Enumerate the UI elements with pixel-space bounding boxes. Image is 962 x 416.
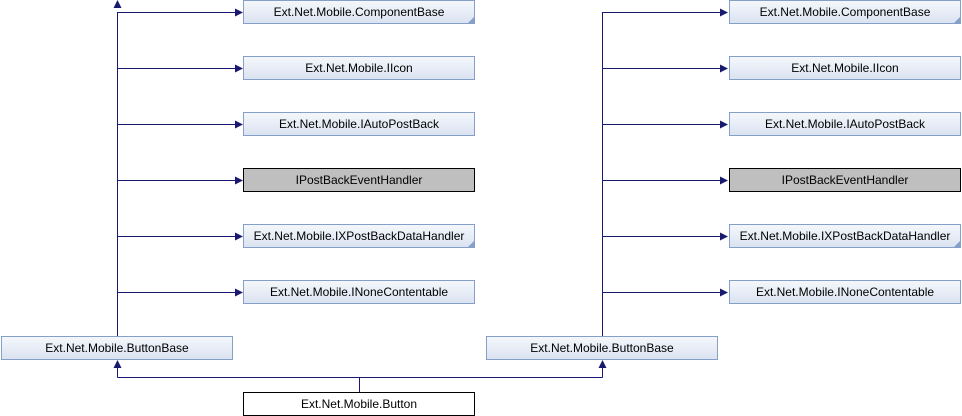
node-label: Ext.Net.Mobile.IXPostBackDataHandler [253, 229, 465, 243]
node-iautopostback-right[interactable]: Ext.Net.Mobile.IAutoPostBack [729, 112, 961, 136]
fold-corner-icon [954, 17, 960, 23]
node-label: Ext.Net.Mobile.INoneContentable [269, 285, 449, 299]
node-label: Ext.Net.Mobile.IIcon [305, 61, 413, 75]
node-component-base-right[interactable]: Ext.Net.Mobile.ComponentBase [729, 0, 961, 24]
node-iautopostback-left[interactable]: Ext.Net.Mobile.IAutoPostBack [243, 112, 475, 136]
node-button-base-left[interactable]: Ext.Net.Mobile.ButtonBase [1, 336, 233, 360]
node-component-base-left[interactable]: Ext.Net.Mobile.ComponentBase [243, 0, 475, 24]
node-label: Ext.Net.Mobile.Button [300, 397, 418, 411]
node-inonecontentable-right[interactable]: Ext.Net.Mobile.INoneContentable [729, 280, 961, 304]
node-ixpostbackdatahandler-right[interactable]: Ext.Net.Mobile.IXPostBackDataHandler [729, 224, 961, 248]
node-label: Ext.Net.Mobile.ButtonBase [530, 341, 674, 355]
node-label: Ext.Net.Mobile.IXPostBackDataHandler [739, 229, 951, 243]
fold-corner-icon [468, 241, 474, 247]
node-label: Ext.Net.Mobile.ComponentBase [759, 5, 931, 19]
node-ixpostbackdatahandler-left[interactable]: Ext.Net.Mobile.IXPostBackDataHandler [243, 224, 475, 248]
node-inonecontentable-left[interactable]: Ext.Net.Mobile.INoneContentable [243, 280, 475, 304]
node-ipostbackeventhandler-left: IPostBackEventHandler [243, 168, 475, 192]
node-iicon-left[interactable]: Ext.Net.Mobile.IIcon [243, 56, 475, 80]
node-ipostbackeventhandler-right: IPostBackEventHandler [729, 168, 961, 192]
fold-corner-icon [954, 241, 960, 247]
arrowhead-left-base [113, 360, 122, 368]
node-label: Ext.Net.Mobile.ComponentBase [273, 5, 445, 19]
node-button: Ext.Net.Mobile.Button [243, 392, 475, 416]
node-label: IPostBackEventHandler [295, 173, 423, 187]
fold-corner-icon [468, 17, 474, 23]
node-label: Ext.Net.Mobile.IAutoPostBack [764, 117, 926, 131]
node-label: Ext.Net.Mobile.ButtonBase [45, 341, 189, 355]
node-label: Ext.Net.Mobile.IAutoPostBack [278, 117, 440, 131]
node-label: IPostBackEventHandler [781, 173, 909, 187]
node-label: Ext.Net.Mobile.IIcon [791, 61, 899, 75]
arrowhead-left-trunk [113, 0, 122, 8]
node-label: Ext.Net.Mobile.INoneContentable [755, 285, 935, 299]
node-iicon-right[interactable]: Ext.Net.Mobile.IIcon [729, 56, 961, 80]
node-button-base-right[interactable]: Ext.Net.Mobile.ButtonBase [486, 336, 718, 360]
arrowhead-right-base [598, 360, 607, 368]
